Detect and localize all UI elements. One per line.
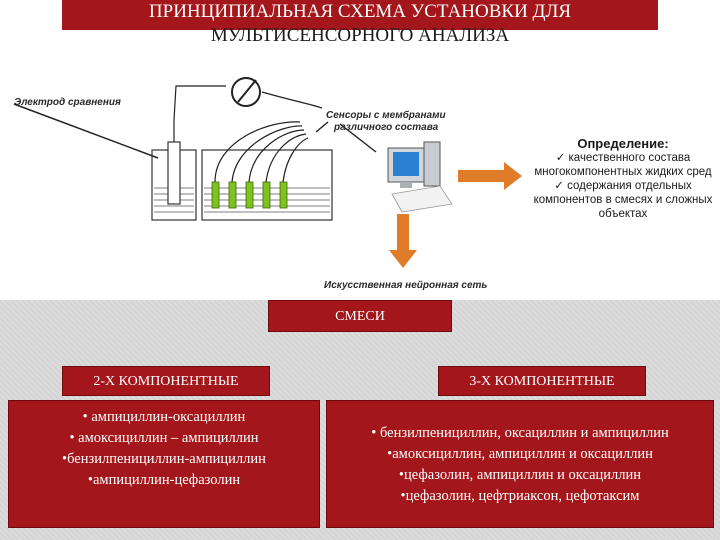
definition-heading: Определение:	[577, 136, 669, 151]
sensors-label-line-1: Сенсоры с мембранами	[326, 110, 446, 121]
sensors-label-line-2: различного состава	[334, 122, 439, 133]
computer-icon	[387, 141, 453, 213]
list-item: •цефазолин, цефтриаксон, цефотаксим	[400, 488, 640, 504]
neural-network-label: Искусственная нейронная сеть	[324, 280, 488, 291]
definition-item-content: ✓ содержания отдельных компонентов в сме…	[533, 180, 713, 220]
list-item: •цефазолин, ампициллин и оксациллин	[398, 467, 642, 483]
definition-item-qualitative: ✓ качественного состава многокомпонентны…	[534, 152, 712, 178]
output-arrow-down	[389, 214, 417, 268]
definition-block: Определение: ✓ качественного состава мно…	[527, 137, 719, 221]
output-arrow-right	[458, 162, 522, 190]
sensors-label: Сенсоры с мембранами различного состава	[326, 110, 446, 134]
reference-pointer	[13, 103, 159, 159]
three-component-header: 3-Х КОМПОНЕНТНЫЕ	[438, 366, 646, 396]
title-banner	[62, 0, 658, 30]
page-title: ПРИНЦИПИАЛЬНАЯ СХЕМА УСТАНОВКИ ДЛЯ МУЛЬТ…	[0, 0, 720, 48]
title-line-1: ПРИНЦИПИАЛЬНАЯ СХЕМА УСТАНОВКИ ДЛЯ	[148, 1, 572, 22]
two-component-label: 2-Х КОМПОНЕНТНЫЕ	[93, 374, 239, 389]
three-component-label: 3-Х КОМПОНЕНТНЫЕ	[469, 374, 615, 389]
beaker-right	[201, 149, 333, 221]
list-item: •ампициллин-цефазолин	[87, 472, 241, 488]
diagram-background	[0, 0, 720, 300]
two-component-list: • ампициллин-оксациллин • амоксициллин –…	[8, 400, 320, 528]
two-component-header: 2-Х КОМПОНЕНТНЫЕ	[62, 366, 270, 396]
list-item: • ампициллин-оксациллин	[82, 409, 246, 425]
list-item: • бензилпенициллин, оксациллин и ампицил…	[371, 425, 669, 441]
sensor-array	[211, 181, 288, 209]
title-line-2: МУЛЬТИСЕНСОРНОГО АНАЛИЗА	[210, 25, 510, 46]
list-item: •бензилпенициллин-ампициллин	[62, 451, 266, 467]
reference-electrode	[167, 141, 181, 205]
mixtures-box: СМЕСИ	[268, 300, 452, 332]
list-item: • амоксициллин – ампициллин	[69, 430, 259, 446]
reference-electrode-label: Электрод сравнения	[14, 97, 121, 108]
list-item: •амоксициллин, ампициллин и оксациллин	[387, 446, 653, 462]
sensor-label-arrows	[315, 121, 377, 153]
sensor-wires	[214, 121, 309, 183]
three-component-list: • бензилпенициллин, оксациллин и ампицил…	[326, 400, 714, 528]
meter-wires	[173, 85, 323, 142]
setup-schematic	[13, 77, 522, 268]
mixtures-label: СМЕСИ	[335, 309, 385, 324]
